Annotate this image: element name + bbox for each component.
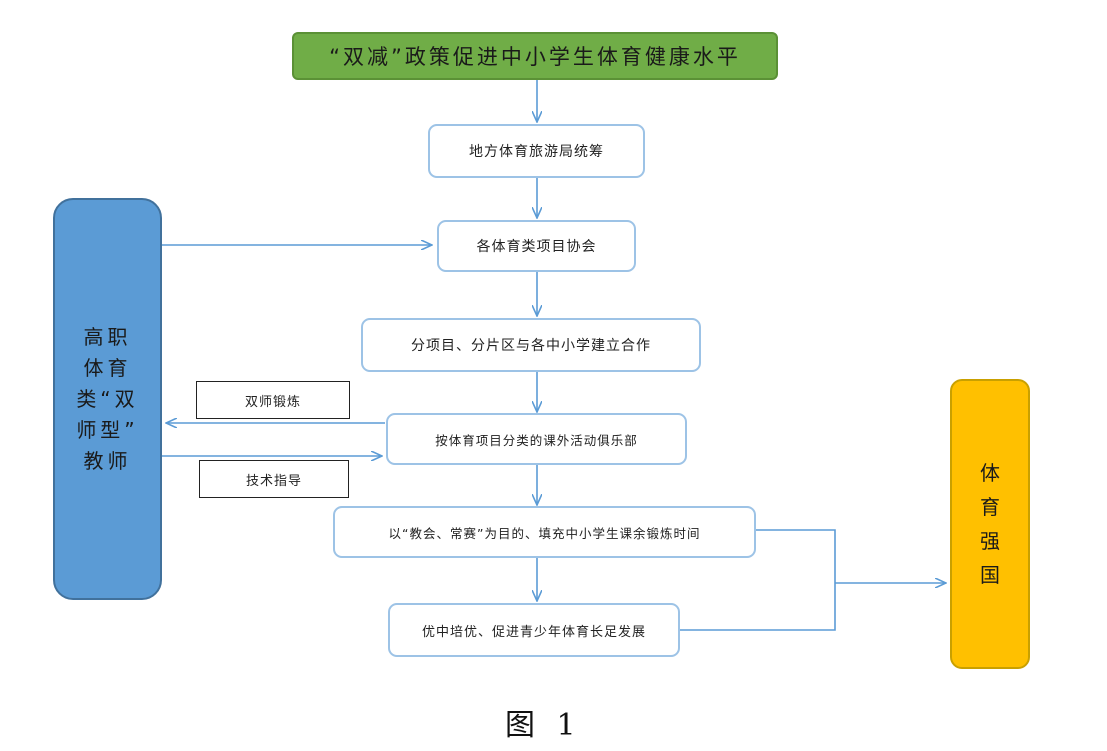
label-training: 双师锻炼 — [196, 381, 350, 419]
flow-box-cooperation: 分项目、分片区与各中小学建立合作 — [361, 318, 701, 372]
teacher-box: 高职 体育 类“双 师型” 教师 — [53, 198, 162, 600]
strong-nation-box: 体 育 强 国 — [950, 379, 1030, 669]
connector-goal-box — [680, 529, 836, 631]
flow-box-bureau: 地方体育旅游局统筹 — [428, 124, 645, 178]
title-box: “双减”政策促进中小学生体育健康水平 — [292, 32, 778, 80]
figure-caption: 图 1 — [505, 708, 582, 743]
label-guidance: 技术指导 — [199, 460, 349, 498]
flow-box-club: 按体育项目分类的课外活动俱乐部 — [386, 413, 687, 465]
flow-box-association: 各体育类项目协会 — [437, 220, 636, 272]
flow-box-development: 优中培优、促进青少年体育长足发展 — [388, 603, 680, 657]
flow-box-goal: 以“教会、常赛”为目的、填充中小学生课余锻炼时间 — [333, 506, 756, 558]
